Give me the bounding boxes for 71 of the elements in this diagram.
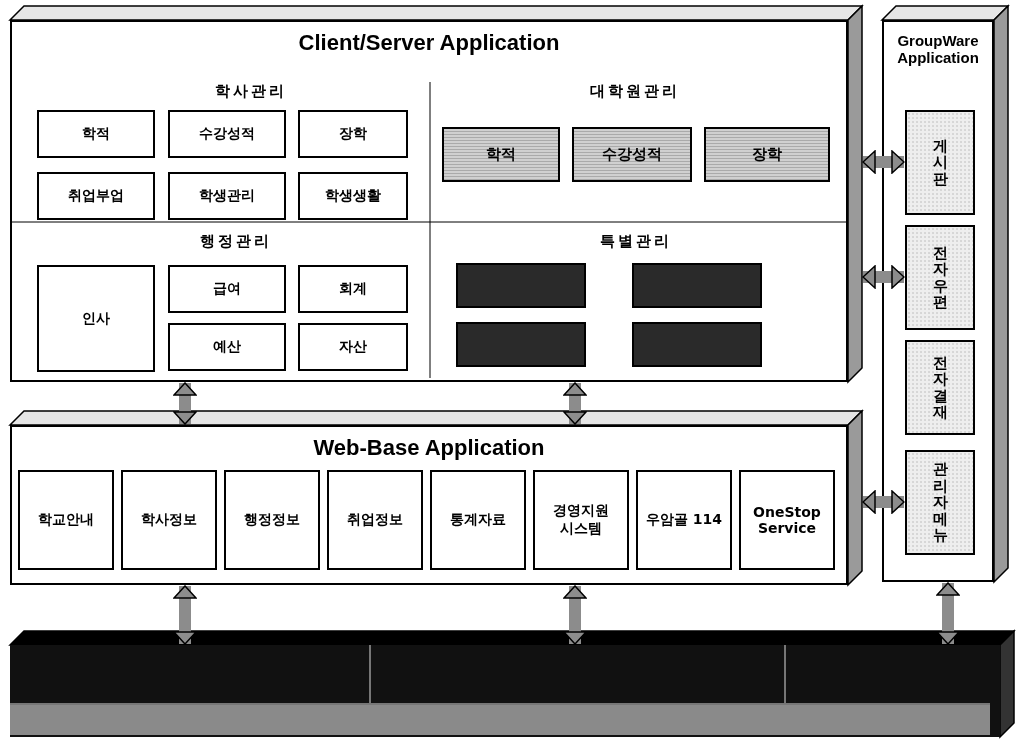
module-label: 회계	[339, 280, 367, 298]
module-box	[456, 322, 586, 367]
module-label: 우암골 114	[645, 511, 723, 529]
module-label: 통계자료	[450, 511, 506, 529]
module-box	[739, 470, 835, 570]
module-label: OneStop Service	[752, 504, 822, 536]
module-box	[298, 110, 408, 158]
module-label: 게시판	[932, 137, 948, 188]
double-arrow	[563, 585, 587, 645]
module-box	[168, 265, 286, 313]
module-label: 전자결재	[932, 354, 948, 421]
module-label: 학교안내	[38, 511, 94, 529]
module-box	[37, 172, 155, 220]
module-box	[905, 340, 975, 435]
module-label: 전자우편	[932, 244, 948, 311]
double-arrow	[563, 382, 587, 425]
module-box	[430, 470, 526, 570]
double-arrow	[936, 582, 960, 645]
module-label: 학사정보	[141, 511, 197, 529]
module-box	[905, 450, 975, 555]
module-label: 학적	[486, 145, 516, 164]
module-label: 급여	[213, 280, 241, 298]
module-label: 장학	[752, 145, 782, 164]
module-box	[905, 110, 975, 215]
module-label: 취업정보	[347, 511, 403, 529]
module-label: 예산	[213, 338, 241, 356]
module-label: 행정정보	[244, 511, 300, 529]
panel-title: Client/Server Application	[297, 30, 561, 56]
module-label: 학적	[82, 125, 110, 143]
module-label: 인사	[82, 309, 110, 328]
module-box	[704, 127, 830, 182]
module-box	[168, 323, 286, 371]
panel-title: Web-Base Application	[312, 435, 546, 461]
module-box	[37, 265, 155, 372]
module-box	[121, 470, 217, 570]
module-box	[298, 323, 408, 371]
double-arrow	[173, 382, 197, 425]
module-box	[905, 225, 975, 330]
module-box	[168, 110, 286, 158]
module-box	[327, 470, 423, 570]
module-box	[18, 470, 114, 570]
module-box	[456, 263, 586, 308]
double-arrow	[862, 150, 905, 174]
platform-band	[10, 645, 1000, 737]
module-box	[572, 127, 692, 182]
module-box	[632, 263, 762, 308]
module-box	[636, 470, 732, 570]
module-label: 학생관리	[199, 187, 255, 205]
double-arrow	[173, 585, 197, 645]
module-label: 경영지원 시스템	[552, 502, 610, 538]
module-box	[298, 265, 408, 313]
panel-title: GroupWare Application	[896, 32, 980, 66]
module-label: 자산	[339, 338, 367, 356]
module-label: 수강성적	[602, 145, 662, 164]
module-label: 관리자메뉴	[932, 461, 948, 544]
module-box	[442, 127, 560, 182]
application-panel	[882, 20, 994, 582]
application-panel	[10, 425, 848, 585]
module-label: 취업부업	[68, 187, 124, 205]
module-box	[298, 172, 408, 220]
module-box	[224, 470, 320, 570]
module-box	[37, 110, 155, 158]
module-label: 장학	[339, 125, 367, 143]
module-label: 학생생활	[325, 187, 381, 205]
double-arrow	[862, 265, 905, 289]
module-box	[632, 322, 762, 367]
application-panel	[10, 20, 848, 382]
double-arrow	[862, 490, 905, 514]
module-box	[168, 172, 286, 220]
module-box	[533, 470, 629, 570]
module-label: 수강성적	[199, 125, 255, 143]
